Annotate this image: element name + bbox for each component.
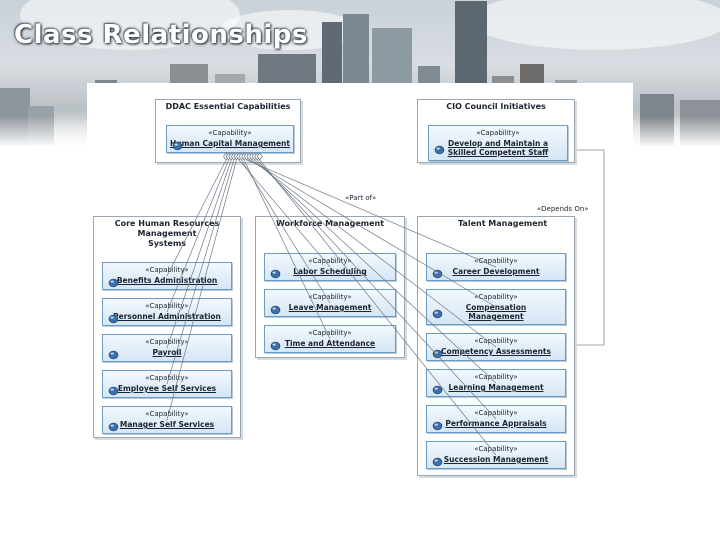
capability-class-icon <box>108 350 119 360</box>
stereotype-label: «Capability» <box>476 129 520 137</box>
capability-class-icon <box>270 305 281 315</box>
capability-name-line2: Skilled Competent Staff <box>447 148 549 157</box>
capability-class-icon <box>270 269 281 279</box>
capability-class-icon <box>270 341 281 351</box>
capability-class-icon <box>432 309 443 319</box>
capability-name: Competency Assessments <box>441 347 551 356</box>
capability-name: Employee Self Services <box>117 384 217 393</box>
stereotype-label: «Capability» <box>145 410 189 418</box>
capability-class-icon <box>108 314 119 324</box>
capability-labor-scheduling[interactable]: «Capability» Labor Scheduling <box>264 253 396 281</box>
stereotype-label: «Capability» <box>145 266 189 274</box>
package-title: CIO Council Initiatives <box>446 102 546 111</box>
capability-name: Develop and Maintain a <box>447 139 549 148</box>
capability-name: Career Development <box>452 267 540 276</box>
package-talent-management: Talent Management «Capability» Career De… <box>417 216 575 476</box>
capability-class-icon <box>432 385 443 395</box>
capability-class-icon <box>432 349 443 359</box>
capability-develop-and-maintain-skilled-staff[interactable]: «Capability» Develop and Maintain a Skil… <box>428 125 568 161</box>
capability-class-icon <box>108 386 119 396</box>
capability-class-icon <box>432 457 443 467</box>
capability-name-line2: Management <box>468 312 524 321</box>
depends-on-label: «Depends On» <box>537 205 589 213</box>
stereotype-label: «Capability» <box>308 329 352 337</box>
package-title: DDAC Essential Capabilities <box>165 102 291 111</box>
stereotype-label: «Capability» <box>208 129 252 137</box>
capability-learning-management[interactable]: «Capability» Learning Management <box>426 369 566 397</box>
capability-name: Payroll <box>152 348 182 357</box>
capability-personnel-administration[interactable]: «Capability» Personnel Administration <box>102 298 232 326</box>
capability-name: Benefits Administration <box>116 276 218 285</box>
capability-human-capital-management[interactable]: «Capability» Human Capital Management <box>166 125 294 153</box>
capability-name: Personnel Administration <box>113 312 221 321</box>
package-workforce-management: Workforce Management «Capability» Labor … <box>255 216 405 358</box>
capability-name: Compensation <box>465 303 527 312</box>
stereotype-label: «Capability» <box>474 293 518 301</box>
package-core-hr-management-systems: Core Human Resources Management Systems … <box>93 216 241 438</box>
capability-leave-management[interactable]: «Capability» Leave Management <box>264 289 396 317</box>
stereotype-label: «Capability» <box>145 374 189 382</box>
stereotype-label: «Capability» <box>145 302 189 310</box>
stereotype-label: «Capability» <box>474 373 518 381</box>
capability-name: Leave Management <box>288 303 372 312</box>
stereotype-label: «Capability» <box>474 337 518 345</box>
capability-name: Human Capital Management <box>170 139 290 148</box>
capability-time-and-attendance[interactable]: «Capability» Time and Attendance <box>264 325 396 353</box>
package-title-line2: Systems <box>147 239 187 248</box>
capability-name: Succession Management <box>443 455 549 464</box>
package-title: Talent Management <box>458 219 548 228</box>
part-of-label: «Part of» <box>345 194 377 202</box>
capability-name: Performance Appraisals <box>445 419 547 428</box>
stereotype-label: «Capability» <box>308 257 352 265</box>
capability-performance-appraisals[interactable]: «Capability» Performance Appraisals <box>426 405 566 433</box>
package-title: Core Human Resources Management <box>114 219 220 238</box>
capability-employee-self-services[interactable]: «Capability» Employee Self Services <box>102 370 232 398</box>
capability-manager-self-services[interactable]: «Capability» Manager Self Services <box>102 406 232 434</box>
capability-name: Manager Self Services <box>119 420 215 429</box>
capability-career-development[interactable]: «Capability» Career Development <box>426 253 566 281</box>
capability-compensation-management[interactable]: «Capability» Compensation Management <box>426 289 566 325</box>
stereotype-label: «Capability» <box>308 293 352 301</box>
capability-class-icon <box>108 278 119 288</box>
capability-payroll[interactable]: «Capability» Payroll <box>102 334 232 362</box>
capability-succession-management[interactable]: «Capability» Succession Management <box>426 441 566 469</box>
package-title: Workforce Management <box>275 219 385 228</box>
stereotype-label: «Capability» <box>145 338 189 346</box>
capability-benefits-administration[interactable]: «Capability» Benefits Administration <box>102 262 232 290</box>
capability-name: Labor Scheduling <box>293 267 367 276</box>
stereotype-label: «Capability» <box>474 257 518 265</box>
cloud <box>470 0 720 50</box>
capability-class-icon <box>108 422 119 432</box>
capability-name: Learning Management <box>448 383 544 392</box>
package-ddac-essential-capabilities: DDAC Essential Capabilities «Capability»… <box>155 99 301 163</box>
stereotype-label: «Capability» <box>474 409 518 417</box>
stereotype-label: «Capability» <box>474 445 518 453</box>
uml-class-diagram: DDAC Essential Capabilities «Capability»… <box>87 83 633 483</box>
slide-title: Class Relationships <box>14 20 308 50</box>
capability-competency-assessments[interactable]: «Capability» Competency Assessments <box>426 333 566 361</box>
capability-class-icon <box>432 421 443 431</box>
capability-name: Time and Attendance <box>284 339 376 348</box>
capability-class-icon <box>172 141 183 151</box>
capability-class-icon <box>432 269 443 279</box>
capability-class-icon <box>434 145 445 155</box>
package-cio-council-initiatives: CIO Council Initiatives «Capability» Dev… <box>417 99 575 163</box>
